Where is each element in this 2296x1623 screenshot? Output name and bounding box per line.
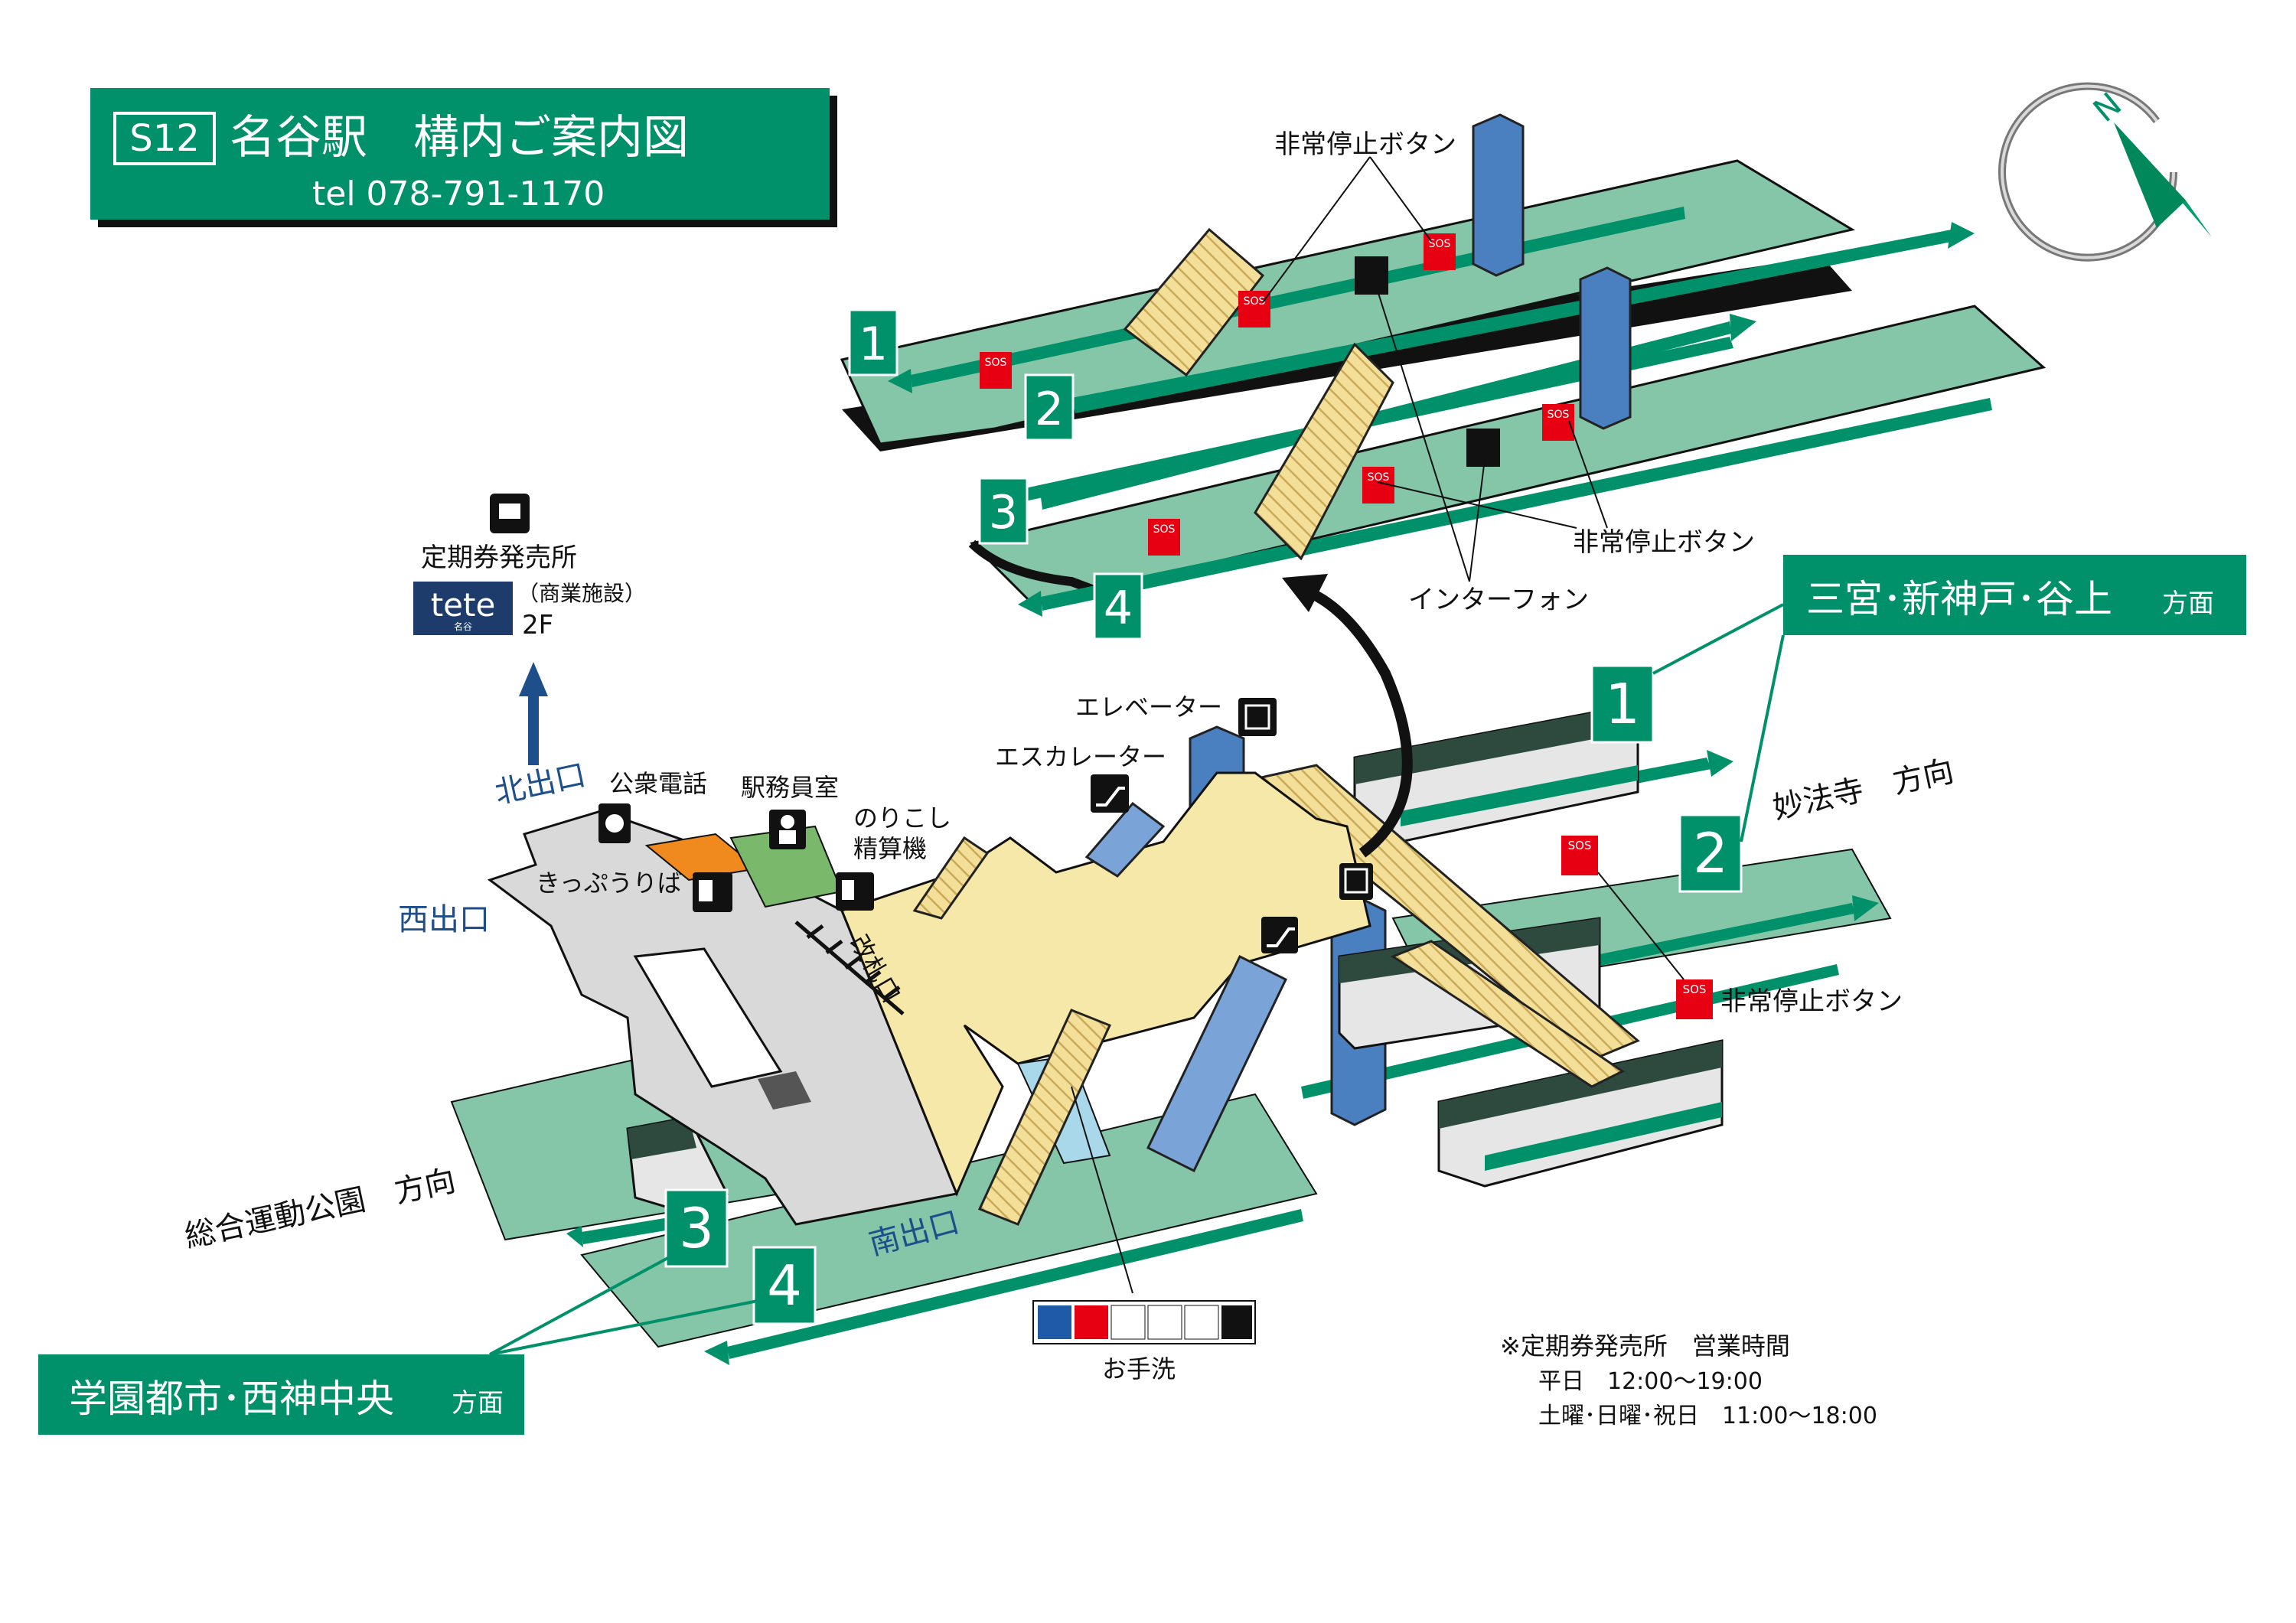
elevator-icon <box>1339 863 1373 900</box>
tete-logo: tete 名谷 <box>413 582 513 635</box>
destination-east: 三宮･新神戸･谷上 方面 <box>1652 555 2246 842</box>
tete-floor: 2F <box>522 610 553 640</box>
svg-text:SOS: SOS <box>1548 409 1570 421</box>
hours-title: ※定期券発売所 営業時間 <box>1500 1331 1790 1361</box>
concourse-stairs-south <box>977 1009 1112 1226</box>
svg-text:SOS: SOS <box>985 357 1007 369</box>
intercom-icon[interactable] <box>1466 429 1500 467</box>
west-direction-label: 総合運動公園 方向 <box>182 1163 459 1255</box>
upper-stairs-1 <box>1123 227 1265 377</box>
svg-text:名谷: 名谷 <box>454 621 472 632</box>
sos-icon[interactable]: SOS <box>1424 233 1456 270</box>
page-title: 名谷駅 構内ご案内図 <box>230 111 689 165</box>
phone-icon <box>598 803 631 843</box>
escalator-upper <box>1084 801 1166 878</box>
hours-weekday: 平日 12:00〜19:00 <box>1538 1368 1763 1395</box>
north-exit-arrow <box>519 662 548 765</box>
toilet-icons <box>1032 1300 1256 1344</box>
svg-text:4: 4 <box>1104 582 1133 635</box>
destination-west: 学園都市･西神中央 方面 <box>38 1253 758 1435</box>
upper-stairs-2 <box>1254 342 1394 561</box>
pass-office-label: 定期券発売所 <box>421 543 577 573</box>
emergency-button-label-low: 非常停止ボタン <box>1720 986 1903 1017</box>
svg-text:SOS: SOS <box>1244 295 1266 308</box>
intercom-icon[interactable] <box>1355 256 1388 295</box>
station-office-label: 駅務員室 <box>741 773 839 802</box>
fare-adjust-label-2: 精算機 <box>853 834 927 863</box>
ticket-area-label: きっぷうりば <box>536 869 682 898</box>
emergency-button-label-top: 非常停止ボタン <box>1274 129 1456 160</box>
elevator-label: エレベーター <box>1075 693 1222 722</box>
station-code: S12 <box>129 117 200 160</box>
sos-icon[interactable]: SOS <box>1561 836 1598 875</box>
svg-text:SOS: SOS <box>1429 238 1451 250</box>
track-2-box: 2 <box>1024 373 1075 442</box>
header-panel: S12 名谷駅 構内ご案内図 tel 078-791-1170 <box>90 88 837 227</box>
ticket-machine-icon <box>693 872 732 912</box>
svg-text:方面: 方面 <box>452 1388 504 1419</box>
upper-elevator-shaft-1 <box>1472 113 1525 277</box>
fare-adjust-label-1: のりこし <box>853 803 951 833</box>
svg-text:3: 3 <box>679 1196 714 1260</box>
svg-text:SOS: SOS <box>1153 523 1176 536</box>
upper-elevator-shaft-2 <box>1579 266 1632 430</box>
track-1-box: 1 <box>848 308 899 376</box>
escalator-icon <box>1261 917 1298 953</box>
svg-text:tete: tete <box>431 586 496 624</box>
track-3-box: 3 <box>978 477 1029 545</box>
track-1-lower-box: 1 <box>1590 664 1655 744</box>
ticket-gate <box>794 921 905 1015</box>
svg-text:SOS: SOS <box>1368 471 1390 484</box>
tel-number: tel 078-791-1170 <box>312 174 605 213</box>
fare-adjust-icon <box>836 872 874 911</box>
svg-text:三宮･新神戸･谷上: 三宮･新神戸･谷上 <box>1806 577 2112 621</box>
public-phone-label: 公衆電話 <box>609 769 707 798</box>
staff-icon <box>769 810 806 849</box>
svg-text:SOS: SOS <box>1568 839 1592 852</box>
sos-icon[interactable]: SOS <box>980 352 1012 389</box>
transfer-arrow <box>1299 584 1413 858</box>
sos-icon[interactable]: SOS <box>1148 519 1180 556</box>
track-4-lower-box: 4 <box>752 1246 817 1325</box>
train-east-upper <box>1353 702 1639 843</box>
compass-icon: N <box>1998 82 2212 262</box>
hours-weekend: 土曜･日曜･祝日 11:00〜18:00 <box>1538 1403 1877 1429</box>
emergency-button-label-mid: 非常停止ボタン <box>1573 527 1755 558</box>
train-east-lower <box>1437 1039 1724 1188</box>
transfer-arrow-head <box>1282 574 1328 612</box>
elevator-icon <box>1238 698 1277 736</box>
pass-office-icon <box>490 494 530 533</box>
track-4-box: 4 <box>1093 572 1143 640</box>
escalator-icon <box>1091 774 1129 813</box>
sos-icon[interactable]: SOS <box>1676 979 1713 1019</box>
svg-text:1: 1 <box>859 318 888 371</box>
intercom-label: インターフォン <box>1408 585 1589 615</box>
train-west <box>626 1116 729 1211</box>
toilet-label: お手洗 <box>1102 1354 1176 1383</box>
svg-text:3: 3 <box>989 486 1018 539</box>
svg-text:SOS: SOS <box>1683 983 1707 996</box>
west-exit-label: 西出口 <box>398 902 490 937</box>
escalator-label: エスカレーター <box>995 742 1166 771</box>
svg-text:学園都市･西神中央: 学園都市･西神中央 <box>69 1377 394 1421</box>
east-direction-label: 妙法寺 方向 <box>1770 754 1957 826</box>
tete-note: （商業施設） <box>517 581 646 606</box>
svg-text:2: 2 <box>1693 821 1728 885</box>
track-3-lower-box: 3 <box>664 1188 729 1268</box>
stairs-east-2 <box>1390 940 1625 1088</box>
concourse-gray <box>487 810 959 1226</box>
sos-icon[interactable]: SOS <box>1238 291 1270 328</box>
svg-text:2: 2 <box>1035 383 1064 436</box>
svg-text:方面: 方面 <box>2162 588 2214 619</box>
track-2-lower-box: 2 <box>1678 813 1743 893</box>
concourse-stairs-north <box>912 836 990 920</box>
escalator-lower <box>1146 954 1287 1173</box>
svg-text:4: 4 <box>767 1253 802 1318</box>
leader-lines-upper <box>1262 156 1608 582</box>
svg-text:1: 1 <box>1605 672 1640 736</box>
upper-platform-b <box>968 305 2047 617</box>
north-exit-label: 北出口 <box>492 758 589 811</box>
